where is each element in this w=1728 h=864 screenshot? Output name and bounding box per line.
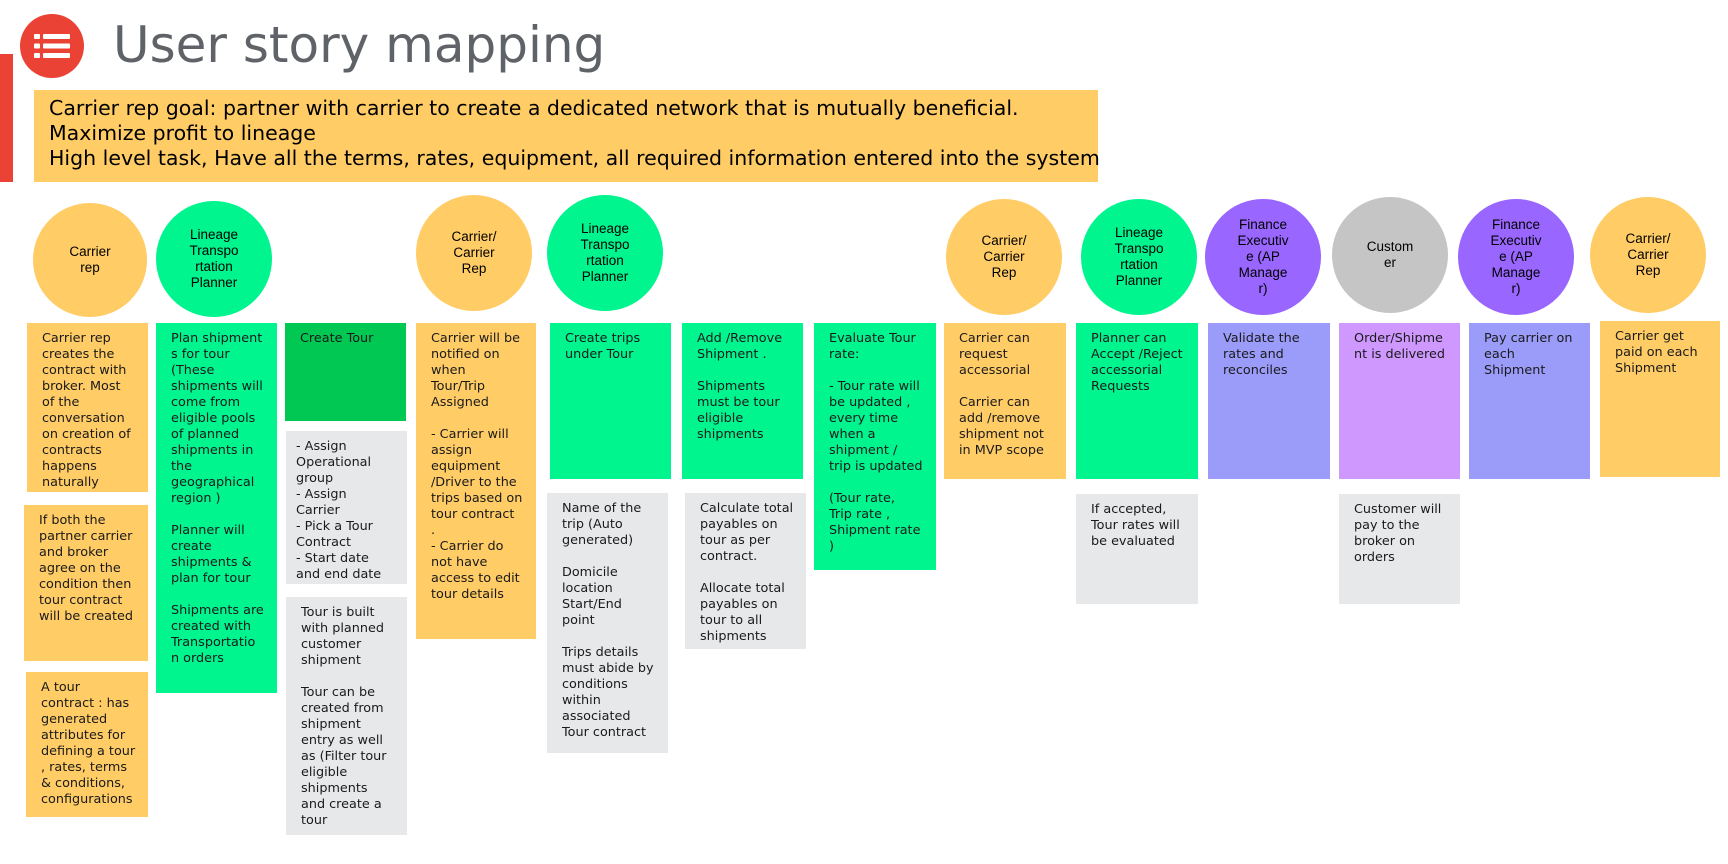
actor-carrier-rep: Carrier/ Carrier Rep <box>946 199 1062 315</box>
story-card: Name of the trip (Auto generated) Domici… <box>547 493 668 753</box>
story-card: Validate the rates and reconciles <box>1208 323 1330 479</box>
story-card: Planner can Accept /Reject accessorial R… <box>1076 323 1198 479</box>
story-card: Order/Shipme nt is delivered <box>1339 323 1460 479</box>
goal-line-2: Maximize profit to lineage <box>49 121 316 145</box>
story-card: Carrier can request accessorial Carrier … <box>944 323 1066 479</box>
goal-line-3: High level task, Have all the terms, rat… <box>49 146 1100 170</box>
actor-transportation-planner: Lineage Transpo rtation Planner <box>156 201 272 317</box>
actor-carrier-rep: Carrier/ Carrier Rep <box>416 195 532 311</box>
goal-line-1: Carrier rep goal: partner with carrier t… <box>49 96 1019 120</box>
story-card: Add /Remove Shipment . Shipments must be… <box>682 323 803 479</box>
story-card: Calculate total payables on tour as per … <box>685 493 806 649</box>
actor-carrier-rep: Carrier rep <box>33 203 147 317</box>
story-card: Carrier will be notified on when Tour/Tr… <box>416 323 536 639</box>
story-card: Customer will pay to the broker on order… <box>1339 494 1460 604</box>
story-card: If accepted, Tour rates will be evaluate… <box>1076 494 1198 604</box>
actor-customer: Custom er <box>1332 197 1448 313</box>
actor-transportation-planner: Lineage Transpo rtation Planner <box>1081 199 1197 315</box>
story-card: Carrier get paid on each Shipment <box>1600 321 1720 477</box>
story-card: If both the partner carrier and broker a… <box>24 505 148 661</box>
actor-finance-executive: Finance Executiv e (AP Manage r) <box>1458 199 1574 315</box>
story-card: Tour is built with planned customer ship… <box>286 597 407 835</box>
actor-transportation-planner: Lineage Transpo rtation Planner <box>547 195 663 311</box>
story-card: Plan shipment s for tour (These shipment… <box>156 323 277 693</box>
story-card: A tour contract : has generated attribut… <box>26 672 148 817</box>
page-title: User story mapping <box>113 16 606 74</box>
goal-banner: Carrier rep goal: partner with carrier t… <box>34 90 1100 182</box>
actor-carrier-rep: Carrier/ Carrier Rep <box>1590 197 1706 313</box>
story-card: Pay carrier on each Shipment <box>1469 323 1590 479</box>
story-card: Carrier rep creates the contract with br… <box>27 323 148 492</box>
logo-badge <box>20 14 84 78</box>
story-card: - Assign Operational group - Assign Carr… <box>286 431 407 584</box>
left-accent-bar <box>0 54 13 182</box>
actor-finance-executive: Finance Executiv e (AP Manage r) <box>1205 199 1321 315</box>
story-card: Evaluate Tour rate: - Tour rate will be … <box>814 323 936 570</box>
list-icon <box>34 34 70 58</box>
story-card: Create trips under Tour <box>550 323 671 479</box>
story-card: Create Tour <box>285 323 406 421</box>
